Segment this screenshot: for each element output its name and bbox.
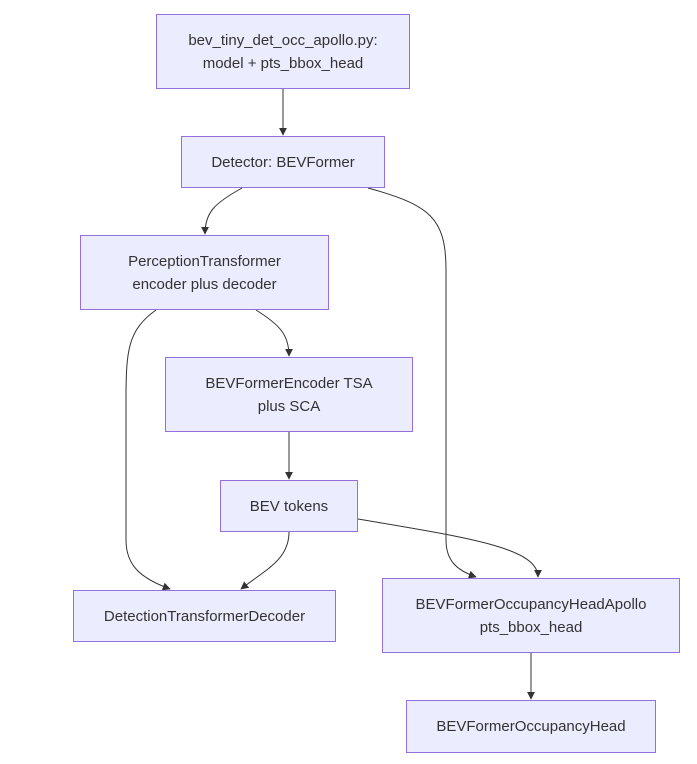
node-config-script-line-2: model + pts_bbox_head [202, 54, 364, 72]
node-perception-transformer-line-1: PerceptionTransformer [128, 252, 281, 270]
node-occupancy-head-apollo-line-1: BEVFormerOccupancyHeadApollo [415, 595, 647, 613]
node-config-script: bev_tiny_det_occ_apollo.py: model + pts_… [156, 14, 410, 89]
node-bev-tokens-label: BEV tokens [249, 497, 329, 515]
node-occupancy-head-label: BEVFormerOccupancyHead [436, 718, 626, 735]
node-occupancy-head-apollo: BEVFormerOccupancyHeadApollo pts_bbox_he… [382, 578, 680, 653]
node-detector: Detector: BEVFormer [181, 136, 385, 188]
node-bev-tokens: BEV tokens [220, 480, 358, 532]
node-bevformer-encoder: BEVFormerEncoder TSA plus SCA [165, 357, 413, 432]
edge-detector-to-perception [201, 187, 243, 235]
node-bevformer-encoder-line-1: BEVFormerEncoder TSA [205, 374, 373, 392]
edge-perception-to-decoder [125, 309, 171, 591]
edge-detector-to-occ-head-apollo [367, 187, 477, 579]
edge-perception-to-encoder [255, 309, 293, 357]
node-occupancy-head: BEVFormerOccupancyHead [406, 700, 656, 753]
node-detection-transformer-decoder-label: DetectionTransformerDecoder [103, 607, 306, 625]
node-detector-label: Detector: BEVFormer [211, 153, 355, 171]
edge-bev-tokens-to-decoder [240, 531, 290, 590]
node-detection-transformer-decoder: DetectionTransformerDecoder [73, 590, 336, 642]
node-config-script-line-1: bev_tiny_det_occ_apollo.py: [188, 31, 378, 49]
edge-bev-tokens-to-occ-head-apollo [357, 518, 542, 578]
node-occupancy-head-apollo-line-2: pts_bbox_head [479, 618, 583, 636]
node-perception-transformer-line-2: encoder plus decoder [132, 275, 277, 293]
node-perception-transformer: PerceptionTransformer encoder plus decod… [80, 235, 329, 310]
node-bevformer-encoder-line-2: plus SCA [257, 397, 321, 415]
